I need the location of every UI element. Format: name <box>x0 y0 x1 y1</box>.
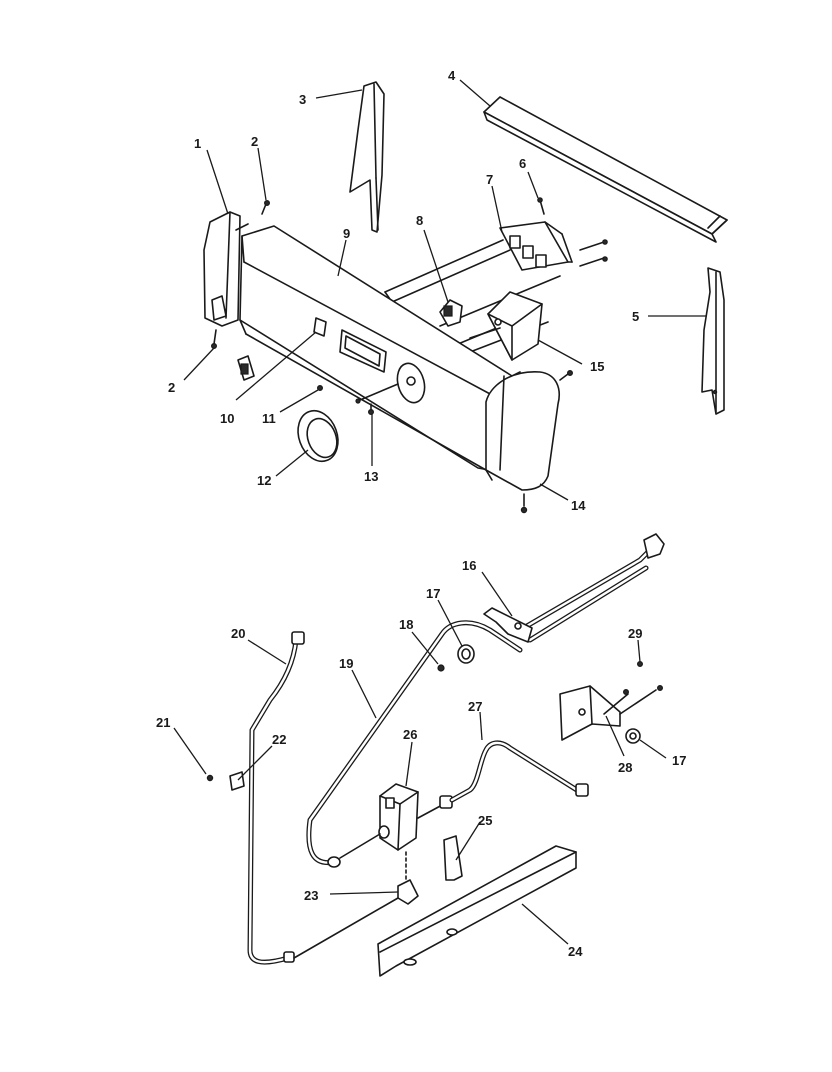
callout-7: 7 <box>486 172 493 187</box>
part-19-tube <box>306 620 523 868</box>
callout-1: 1 <box>194 136 201 151</box>
callout-11: 11 <box>262 411 276 426</box>
part-7-switch-module <box>499 221 573 271</box>
part-21-22 <box>206 771 245 791</box>
part-18-screw <box>437 664 445 672</box>
part-12-knob <box>297 409 339 463</box>
callout-20: 20 <box>231 626 245 641</box>
callout-24: 24 <box>568 944 583 959</box>
part-23-fitting <box>293 879 419 959</box>
callout-15: 15 <box>590 359 604 374</box>
callout-4: 4 <box>448 68 456 83</box>
control-panel-assembly <box>203 81 728 514</box>
part-5-bracket <box>701 267 725 415</box>
callout-5: 5 <box>632 309 639 324</box>
part-1-left-end-cap <box>203 211 249 327</box>
part-24-lower-plate <box>377 845 577 977</box>
callout-6: 6 <box>519 156 526 171</box>
part-27-tube <box>449 740 589 803</box>
screws-upper-right <box>537 197 608 267</box>
callout-17-left: 17 <box>426 586 440 601</box>
callout-21: 21 <box>156 715 170 730</box>
callout-19: 19 <box>339 656 353 671</box>
callout-17-right: 17 <box>672 753 686 768</box>
callout-16: 16 <box>462 558 476 573</box>
callout-8: 8 <box>416 213 423 228</box>
callout-25: 25 <box>478 813 492 828</box>
part-25-bracket <box>443 835 463 881</box>
part-14-right-end-cap <box>485 371 560 491</box>
part-4-top-trim <box>483 96 728 243</box>
callout-13: 13 <box>364 469 378 484</box>
callout-23: 23 <box>304 888 318 903</box>
callout-labels: 1 2 2 3 4 5 6 7 8 9 10 11 12 13 14 15 16… <box>156 68 686 959</box>
callout-18: 18 <box>399 617 413 632</box>
callout-10: 10 <box>220 411 234 426</box>
part-15-control-block <box>469 291 543 361</box>
callout-2-lower: 2 <box>168 380 175 395</box>
gas-tubing-assembly <box>206 533 665 977</box>
part-3-bracket <box>349 81 385 233</box>
callout-2-upper: 2 <box>251 134 258 149</box>
screws-panel <box>211 200 573 514</box>
callout-22: 22 <box>272 732 286 747</box>
part-16-bracket-hose <box>483 533 665 643</box>
callout-26: 26 <box>403 727 417 742</box>
callout-12: 12 <box>257 473 271 488</box>
part-28-bracket <box>559 660 663 741</box>
part-8-switch <box>439 299 463 327</box>
part-10-clip <box>237 355 255 381</box>
callout-14: 14 <box>571 498 586 513</box>
part-26-valve <box>339 783 453 881</box>
callout-28: 28 <box>618 760 632 775</box>
part-17-nuts <box>457 644 641 744</box>
callout-9: 9 <box>343 226 350 241</box>
callout-29: 29 <box>628 626 642 641</box>
part-20-tube <box>247 631 305 965</box>
callout-27: 27 <box>468 699 482 714</box>
leader-lines <box>173 79 706 945</box>
callout-3: 3 <box>299 92 306 107</box>
